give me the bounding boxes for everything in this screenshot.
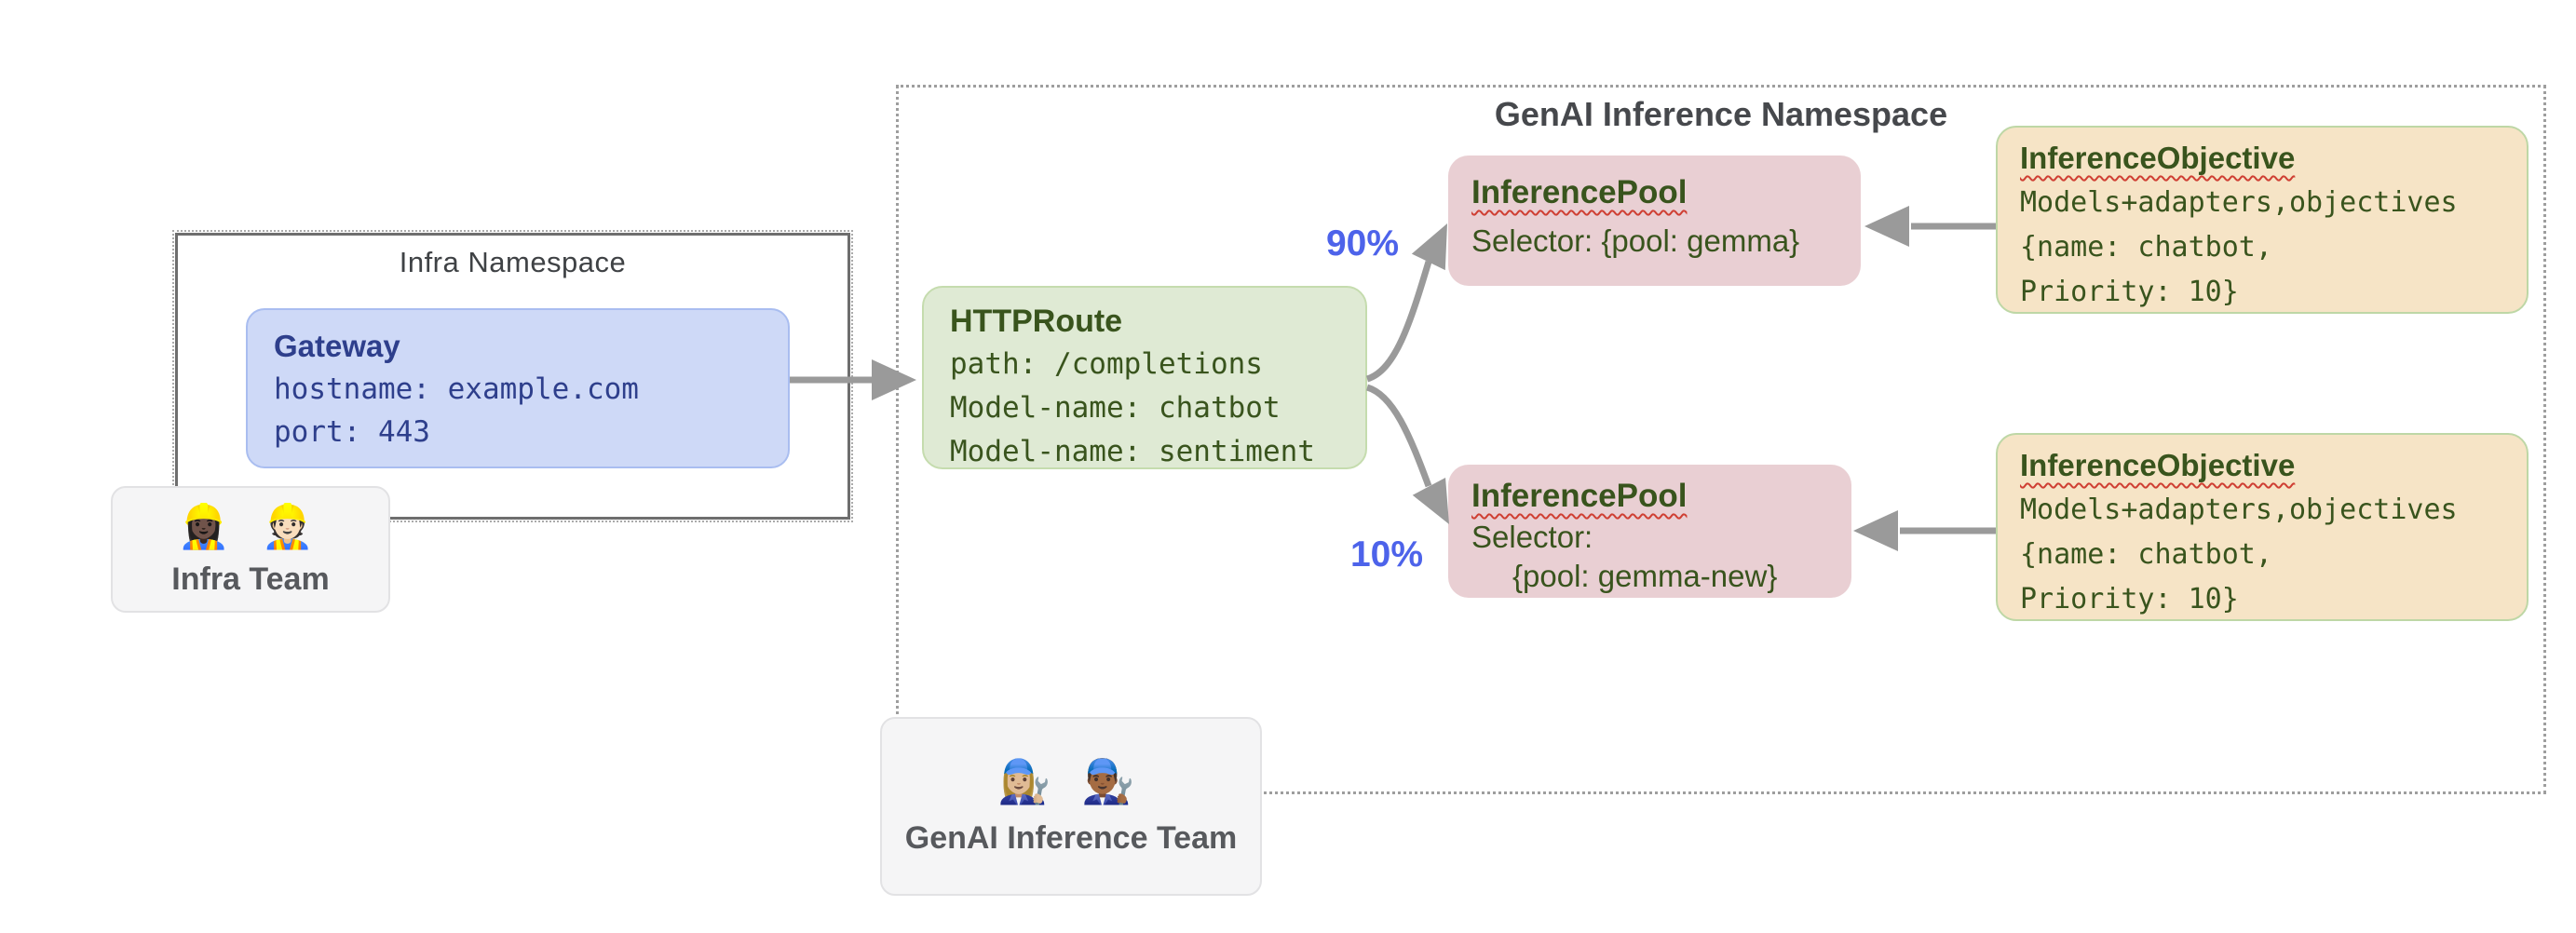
httproute-model-chatbot-line: Model-name: chatbot (950, 391, 1281, 425)
construction-worker-icon: 👷🏿‍♀️ 👷🏻 (177, 501, 324, 550)
inferencepool-top-title: InferencePool (1471, 174, 1688, 210)
httproute-path-line: path: /completions (950, 347, 1263, 381)
inferenceobjective-bottom-box: InferenceObjective Models+adapters,objec… (1996, 433, 2529, 621)
inferenceobjective-top-priority-line: Priority: 10} (2020, 276, 2239, 308)
inferencepool-top-box: InferencePool Selector: {pool: gemma} (1448, 156, 1861, 286)
httproute-box: HTTPRoute path: /completions Model-name:… (922, 286, 1367, 469)
genai-namespace-box (896, 85, 2546, 794)
infra-namespace-box (172, 230, 853, 522)
httproute-title: HTTPRoute (950, 304, 1123, 339)
inferencepool-bottom-title: InferencePool (1471, 478, 1688, 514)
traffic-split-10-label: 10% (1349, 534, 1424, 575)
inferenceobjective-top-title: InferenceObjective (2020, 141, 2296, 175)
inferencepool-top-selector-line: Selector: {pool: gemma} (1471, 223, 1800, 258)
gateway-title: Gateway (274, 329, 400, 363)
genai-team-label: GenAI Inference Team (904, 819, 1238, 856)
inferenceobjective-top-name-line: {name: chatbot, (2020, 231, 2272, 264)
inferenceobjective-bottom-name-line: {name: chatbot, (2020, 538, 2272, 571)
inferenceobjective-bottom-priority-line: Priority: 10} (2020, 583, 2239, 615)
inferenceobjective-top-models-line: Models+adapters,objectives (2020, 186, 2458, 219)
genai-team-card: 👩🏼‍🔧 👨🏾‍🔧 GenAI Inference Team (880, 717, 1262, 896)
traffic-split-90-label: 90% (1325, 223, 1400, 264)
gateway-port-line: port: 443 (274, 415, 430, 449)
gateway-box: Gateway hostname: example.com port: 443 (246, 308, 790, 468)
inferenceobjective-bottom-title: InferenceObjective (2020, 448, 2296, 482)
inferencepool-bottom-pool-line: {pool: gemma-new} (1512, 559, 1778, 593)
mechanic-icon: 👩🏼‍🔧 👨🏾‍🔧 (997, 756, 1145, 805)
infra-team-label: Infra Team (171, 561, 330, 597)
httproute-model-sentiment-line: Model-name: sentiment (950, 435, 1315, 468)
genai-namespace-title: GenAI Inference Namespace (1494, 95, 1948, 133)
inferencepool-bottom-box: InferencePool Selector: {pool: gemma-new… (1448, 465, 1851, 598)
inferenceobjective-top-box: InferenceObjective Models+adapters,objec… (1996, 126, 2529, 314)
inferencepool-bottom-selector-line: Selector: (1471, 520, 1593, 554)
infra-team-card: 👷🏿‍♀️ 👷🏻 Infra Team (111, 486, 390, 613)
inferenceobjective-bottom-models-line: Models+adapters,objectives (2020, 494, 2458, 526)
gateway-hostname-line: hostname: example.com (274, 372, 639, 406)
infra-namespace-title: Infra Namespace (399, 246, 627, 278)
